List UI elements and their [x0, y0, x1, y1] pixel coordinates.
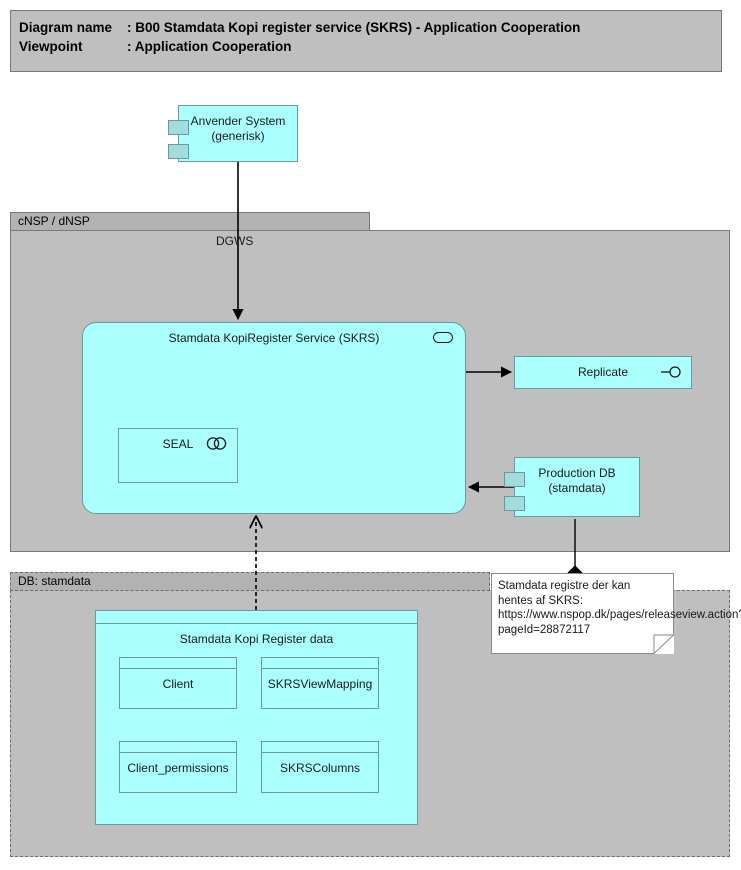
- note-shape: [491, 573, 674, 654]
- node-skrs-service-label: Stamdata KopiRegister Service (SKRS): [168, 331, 380, 345]
- node-anvender-system[interactable]: Anvender System (generisk): [168, 105, 298, 162]
- node-replicate-label: Replicate: [577, 365, 629, 379]
- component-tab-icon: [168, 120, 189, 135]
- entity-header-strip: [120, 742, 236, 753]
- node-production-db-label: Production DB (stamdata): [538, 466, 616, 495]
- entity-header-strip: [120, 658, 236, 669]
- entity-skrscolumns[interactable]: SKRSColumns: [261, 741, 379, 793]
- node-seal-label: SEAL: [162, 437, 194, 451]
- package-header-strip: [96, 611, 417, 624]
- node-skrs-service[interactable]: Stamdata KopiRegister Service (SKRS): [82, 322, 466, 514]
- note-text: Stamdata registre der kan hentes af SKRS…: [498, 580, 741, 636]
- entity-client-label: Client: [162, 677, 194, 691]
- entity-skrscolumns-label: SKRSColumns: [279, 761, 361, 775]
- viewpoint-line: Viewpoint : Application Cooperation: [19, 37, 721, 56]
- diagram-name-line: Diagram name : B00 Stamdata Kopi register…: [19, 18, 721, 37]
- group-cnsp-dnsp-title: cNSP / dNSP: [10, 212, 370, 231]
- entity-skrsviewmapping-label: SKRSViewMapping: [267, 677, 373, 691]
- diagram-title-block: Diagram name : B00 Stamdata Kopi register…: [10, 10, 722, 72]
- viewpoint-label: Viewpoint: [19, 39, 83, 54]
- note-skrs-registre[interactable]: Stamdata registre der kan hentes af SKRS…: [491, 573, 741, 654]
- component-tab-icon: [168, 144, 189, 159]
- component-tab-icon: [504, 496, 525, 511]
- group-db-stamdata-title: DB: stamdata: [10, 572, 490, 591]
- entity-header-strip: [262, 742, 378, 753]
- application-collaboration-icon: [206, 437, 227, 450]
- entity-client-permissions[interactable]: Client_permissions: [119, 741, 237, 793]
- viewpoint-value: : Application Cooperation: [127, 39, 292, 54]
- connector-label-dgws: DGWS: [216, 234, 254, 248]
- diagram-name-label: Diagram name: [19, 20, 113, 35]
- node-replicate[interactable]: Replicate: [514, 356, 692, 389]
- node-anvender-system-label: Anvender System (generisk): [190, 114, 286, 143]
- application-service-icon: [433, 332, 453, 343]
- entity-client[interactable]: Client: [119, 657, 237, 709]
- entity-skrsviewmapping[interactable]: SKRSViewMapping: [261, 657, 379, 709]
- diagram-name-value: : B00 Stamdata Kopi register service (SK…: [127, 20, 581, 35]
- node-seal[interactable]: SEAL: [118, 428, 238, 483]
- interface-lollipop-icon: [661, 366, 681, 378]
- entity-client-permissions-label: Client_permissions: [127, 761, 229, 775]
- component-tab-icon: [504, 472, 525, 487]
- package-title: Stamdata Kopi Register data: [179, 632, 334, 646]
- node-production-db[interactable]: Production DB (stamdata): [504, 457, 640, 517]
- entity-header-strip: [262, 658, 378, 669]
